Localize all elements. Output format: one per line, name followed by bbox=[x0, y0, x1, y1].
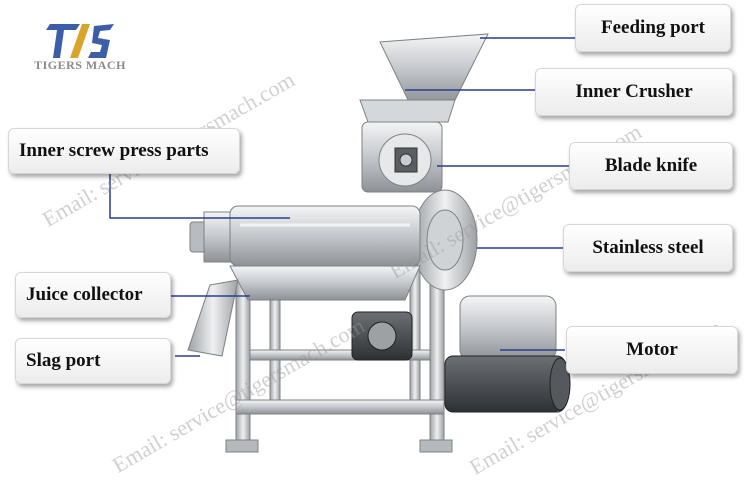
machine-frame bbox=[225, 261, 453, 453]
slag-port-chute bbox=[187, 279, 239, 357]
label-inner-crusher: Inner Crusher bbox=[535, 68, 733, 116]
label-slag-port: Slag port bbox=[15, 338, 171, 384]
drive-motor bbox=[351, 295, 571, 413]
label-motor: Motor bbox=[566, 326, 738, 374]
label-juice-collector: Juice collector bbox=[15, 272, 171, 318]
screw-press-barrel bbox=[189, 205, 421, 267]
label-feeding-port: Feeding port bbox=[575, 4, 731, 52]
tigers-mach-logo-icon bbox=[46, 24, 114, 58]
leader-inner-screw bbox=[109, 168, 290, 219]
label-blade-knife: Blade knife bbox=[569, 142, 733, 190]
brand-name: TIGERS MACH bbox=[34, 58, 126, 72]
stainless-steel-guard bbox=[412, 189, 478, 291]
label-stainless-steel: Stainless steel bbox=[563, 224, 733, 272]
machine-diagram: TIGERS MACH bbox=[8, 4, 738, 480]
leader-lines bbox=[109, 37, 578, 357]
crusher-housing bbox=[361, 121, 443, 193]
label-inner-screw-press-parts: Inner screw press parts bbox=[8, 128, 240, 174]
juicer-machine-illustration bbox=[109, 33, 578, 453]
juice-collector-tray bbox=[229, 265, 421, 301]
feeding-port-hopper bbox=[359, 33, 489, 123]
